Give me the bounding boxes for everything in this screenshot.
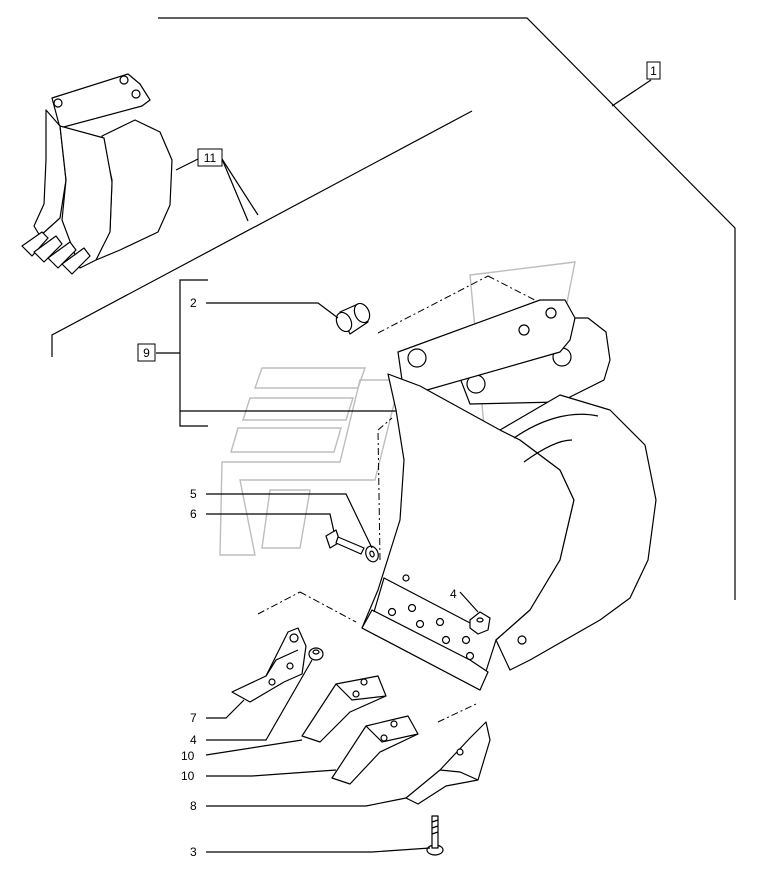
callout-4-upper-label: 4 [450, 587, 457, 601]
callout-9: 9 [137, 343, 156, 362]
bushing-part-2 [335, 302, 371, 335]
leader-11 [51, 110, 473, 357]
screw-part-3 [426, 815, 444, 856]
callout-7-label: 7 [190, 711, 197, 725]
callout-11-label: 11 [204, 151, 217, 165]
nut-part-4-lower [308, 647, 324, 661]
callout-10b-label: 10 [181, 769, 195, 783]
callout-10a-label: 10 [181, 749, 195, 763]
tooth-part-10a [301, 675, 387, 743]
callout-5-label: 5 [190, 487, 197, 501]
callout-1: 1 [646, 61, 661, 80]
washer-part-5 [365, 545, 379, 563]
bolt-part-6 [325, 529, 365, 555]
callout-1-label: 1 [650, 64, 657, 78]
callout-9-label: 9 [143, 346, 150, 360]
callout-6-label: 6 [190, 507, 197, 521]
tooth-part-10b [331, 715, 419, 785]
adapter-part-7 [231, 627, 307, 703]
callout-8-label: 8 [190, 799, 197, 813]
callout-3-label: 3 [190, 845, 197, 859]
callout-11: 11 [197, 148, 223, 167]
assembly-leader-1 [158, 17, 736, 600]
nut-part-4-upper [469, 611, 491, 635]
bracket-9 [156, 279, 398, 427]
main-bucket [361, 299, 657, 691]
callout-2-label: 2 [190, 296, 197, 310]
thumbnail-bucket [21, 73, 173, 275]
callout-leaders [205, 302, 479, 853]
callout-4-lower-label: 4 [190, 733, 197, 747]
cutter-part-8 [405, 721, 491, 805]
